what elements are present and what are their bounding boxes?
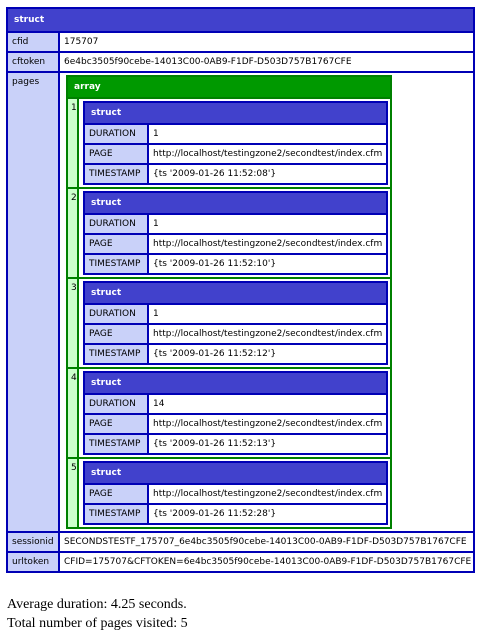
timestamp-value: {ts '2009-01-26 11:52:28'} [149, 505, 386, 523]
array-header[interactable]: array [68, 77, 390, 97]
cfid-value: 175707 [60, 33, 473, 51]
duration-key[interactable]: DURATION [85, 395, 147, 413]
cftoken-value: 6e4bc3505f90cebe-14013C00-0AB9-F1DF-D503… [60, 53, 473, 71]
timestamp-value: {ts '2009-01-26 11:52:13'} [149, 435, 386, 453]
page-struct-header[interactable]: struct [85, 373, 386, 393]
page-struct-header[interactable]: struct [85, 463, 386, 483]
timestamp-key[interactable]: TIMESTAMP [85, 505, 147, 523]
page-key[interactable]: PAGE [85, 485, 147, 503]
timestamp-key[interactable]: TIMESTAMP [85, 345, 147, 363]
duration-value: 14 [149, 395, 386, 413]
cftoken-key[interactable]: cftoken [8, 53, 58, 71]
page-key[interactable]: PAGE [85, 235, 147, 253]
timestamp-key[interactable]: TIMESTAMP [85, 255, 147, 273]
page-value: http://localhost/testingzone2/secondtest… [149, 415, 386, 433]
page-key[interactable]: PAGE [85, 325, 147, 343]
array-index-5[interactable]: 5 [68, 459, 77, 527]
duration-value: 1 [149, 125, 386, 143]
page-key[interactable]: PAGE [85, 415, 147, 433]
duration-key[interactable]: DURATION [85, 215, 147, 233]
urltoken-value: CFID=175707&CFTOKEN=6e4bc3505f90cebe-140… [60, 553, 473, 571]
timestamp-key[interactable]: TIMESTAMP [85, 435, 147, 453]
sessionid-key[interactable]: sessionid [8, 533, 58, 551]
duration-value: 1 [149, 215, 386, 233]
duration-value: 1 [149, 305, 386, 323]
array-index-4[interactable]: 4 [68, 369, 77, 457]
average-duration-text: Average duration: 4.25 seconds. [7, 597, 187, 612]
page-key[interactable]: PAGE [85, 145, 147, 163]
page-struct-header[interactable]: struct [85, 283, 386, 303]
struct-header[interactable]: struct [8, 9, 473, 31]
page-value: http://localhost/testingzone2/secondtest… [149, 485, 386, 503]
page-value: http://localhost/testingzone2/secondtest… [149, 145, 386, 163]
timestamp-value: {ts '2009-01-26 11:52:12'} [149, 345, 386, 363]
timestamp-value: {ts '2009-01-26 11:52:08'} [149, 165, 386, 183]
duration-key[interactable]: DURATION [85, 305, 147, 323]
array-index-3[interactable]: 3 [68, 279, 77, 367]
array-index-1[interactable]: 1 [68, 99, 77, 187]
duration-key[interactable]: DURATION [85, 125, 147, 143]
timestamp-key[interactable]: TIMESTAMP [85, 165, 147, 183]
sessionid-value: SECONDSTESTF_175707_6e4bc3505f90cebe-140… [60, 533, 473, 551]
page-struct-header[interactable]: struct [85, 103, 386, 123]
timestamp-value: {ts '2009-01-26 11:52:10'} [149, 255, 386, 273]
pages-key[interactable]: pages [8, 73, 58, 531]
page-value: http://localhost/testingzone2/secondtest… [149, 235, 386, 253]
total-pages-text: Total number of pages visited: 5 [7, 616, 188, 631]
array-index-2[interactable]: 2 [68, 189, 77, 277]
urltoken-key[interactable]: urltoken [8, 553, 58, 571]
page-struct-header[interactable]: struct [85, 193, 386, 213]
page-value: http://localhost/testingzone2/secondtest… [149, 325, 386, 343]
struct-dump-table: struct cfid 175707 cftoken 6e4bc3505f90c… [6, 7, 475, 573]
cfid-key[interactable]: cfid [8, 33, 58, 51]
